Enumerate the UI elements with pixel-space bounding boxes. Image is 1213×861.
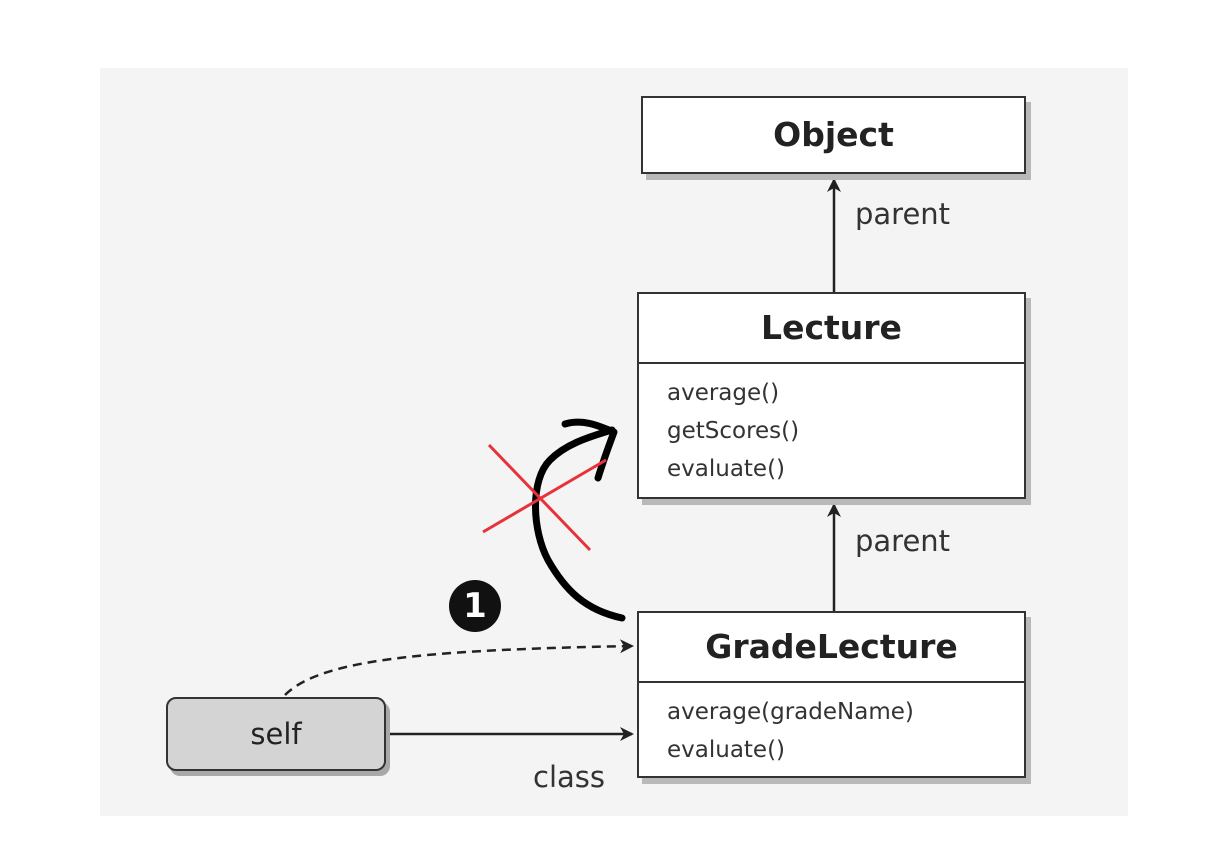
parent-label-top: parent — [855, 197, 951, 231]
lecture-method: getScores() — [667, 418, 800, 444]
object-class-box: Object — [641, 96, 1026, 174]
step-number-badge: 1 — [449, 580, 501, 632]
gradelecture-method-list: average(gradeName) evaluate() — [639, 681, 1024, 769]
parent-label-bottom: parent — [855, 524, 951, 558]
gradelecture-class-title: GradeLecture — [705, 627, 958, 666]
class-label: class — [533, 760, 605, 794]
cross-out-stroke-2 — [482, 458, 607, 534]
lecture-method: evaluate() — [667, 456, 786, 482]
gradelecture-method: average(gradeName) — [667, 699, 914, 725]
lecture-method-list: average() getScores() evaluate() — [639, 362, 1024, 488]
gradelecture-method: evaluate() — [667, 737, 786, 763]
lecture-class-box: Lecture average() getScores() evaluate() — [637, 292, 1026, 499]
dashed-message-arrow — [284, 639, 634, 696]
handdrawn-lookup-arrow — [532, 426, 626, 622]
object-class-title: Object — [773, 115, 894, 154]
self-box: self — [166, 697, 386, 771]
lecture-method: average() — [667, 380, 780, 406]
gradelecture-class-box: GradeLecture average(gradeName) evaluate… — [637, 611, 1026, 778]
handdrawn-arrowhead — [561, 418, 618, 482]
lecture-class-title: Lecture — [761, 308, 902, 347]
